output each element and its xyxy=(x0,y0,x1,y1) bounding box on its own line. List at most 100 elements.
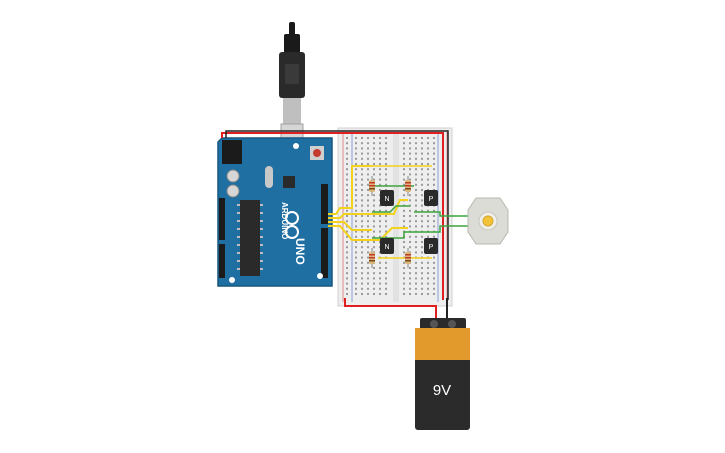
breadboard-hole xyxy=(433,157,435,160)
wire-yellow-signal-2[interactable] xyxy=(328,199,408,219)
breadboard-hole xyxy=(355,277,357,280)
breadboard-hole xyxy=(403,209,405,212)
breadboard-hole xyxy=(421,163,423,165)
wire-yellow-signal-4[interactable] xyxy=(328,225,408,241)
wire-green-2[interactable] xyxy=(372,205,410,213)
breadboard-hole xyxy=(403,194,405,197)
breadboard-hole xyxy=(427,137,429,139)
breadboard-hole xyxy=(346,194,348,197)
breadboard-hole xyxy=(355,142,357,145)
transistor-label: N xyxy=(384,244,389,251)
breadboard-hole xyxy=(367,241,369,243)
breadboard-hole xyxy=(361,163,363,165)
breadboard-hole xyxy=(421,246,423,249)
breadboard-hole xyxy=(421,225,423,228)
breadboard[interactable] xyxy=(337,127,453,307)
breadboard-hole xyxy=(373,267,375,269)
breadboard-hole xyxy=(403,241,405,243)
breadboard-hole xyxy=(346,173,348,176)
breadboard-hole xyxy=(433,256,435,259)
breadboard-hole xyxy=(403,178,405,181)
breadboard-hole xyxy=(403,282,405,285)
usb-chip xyxy=(283,176,295,188)
breadboard-hole xyxy=(433,183,435,186)
breadboard-hole xyxy=(367,178,369,181)
breadboard-hole xyxy=(373,137,375,139)
breadboard-hole xyxy=(409,293,411,295)
breadboard-hole xyxy=(355,183,357,186)
battery-9v[interactable]: 9V xyxy=(415,318,470,430)
breadboard-hole xyxy=(403,183,405,186)
breadboard-hole xyxy=(385,178,387,181)
breadboard-hole xyxy=(409,209,411,212)
breadboard-hole xyxy=(385,152,387,155)
transistor-n-bottom[interactable]: N xyxy=(380,238,394,254)
digital-header-lower xyxy=(321,228,328,278)
breadboard-hole xyxy=(409,272,411,275)
breadboard-hole xyxy=(409,215,411,217)
transistor-n-top[interactable]: N xyxy=(380,190,394,206)
breadboard-hole xyxy=(415,235,417,238)
breadboard-hole xyxy=(355,267,357,269)
transistor-p-bottom[interactable]: P xyxy=(424,238,438,254)
breadboard-hole xyxy=(409,277,411,280)
breadboard-hole xyxy=(367,215,369,217)
breadboard-hole xyxy=(433,272,435,275)
breadboard-hole xyxy=(385,215,387,217)
arduino-model-text: UNO xyxy=(293,238,307,265)
breadboard-hole xyxy=(433,168,435,171)
breadboard-hole xyxy=(355,230,357,233)
breadboard-hole xyxy=(385,147,387,150)
wire-yellow-signal-3[interactable] xyxy=(328,221,372,231)
capacitor xyxy=(226,169,240,183)
breadboard-hole xyxy=(346,168,348,171)
breadboard-hole xyxy=(361,194,363,197)
breadboard-hole xyxy=(403,277,405,280)
resistor[interactable] xyxy=(405,176,411,196)
breadboard-hole xyxy=(427,267,429,269)
breadboard-hole xyxy=(403,157,405,160)
breadboard-hole xyxy=(346,163,348,165)
breadboard-hole xyxy=(433,225,435,228)
breadboard-hole xyxy=(379,230,381,233)
dc-motor[interactable] xyxy=(467,197,509,245)
breadboard-hole xyxy=(385,272,387,275)
breadboard-hole xyxy=(433,293,435,295)
breadboard-hole xyxy=(403,225,405,228)
breadboard-hole xyxy=(433,137,435,139)
breadboard-hole xyxy=(409,225,411,228)
battery-label: 9V xyxy=(433,382,451,399)
breadboard-hole xyxy=(367,267,369,269)
wire-green-motor-a[interactable] xyxy=(414,211,470,217)
breadboard-hole xyxy=(433,163,435,165)
resistor[interactable] xyxy=(369,176,375,196)
breadboard-hole xyxy=(355,194,357,197)
breadboard-hole xyxy=(385,173,387,176)
breadboard-hole xyxy=(379,277,381,280)
atmega-chip xyxy=(240,200,260,276)
breadboard-hole xyxy=(346,277,348,280)
breadboard-hole xyxy=(385,209,387,212)
breadboard-hole xyxy=(385,261,387,264)
breadboard-hole xyxy=(421,178,423,181)
breadboard-hole xyxy=(346,261,348,264)
wire-red-battery[interactable] xyxy=(344,298,437,322)
wire-green-motor-b[interactable] xyxy=(372,225,470,239)
arduino-uno-board[interactable]: ARDUINO UNO xyxy=(217,137,333,287)
breadboard-hole xyxy=(415,220,417,223)
resistor[interactable] xyxy=(369,248,375,268)
wire-yellow-signal-1[interactable] xyxy=(328,165,372,215)
breadboard-hole xyxy=(367,183,369,186)
breadboard-hole xyxy=(403,215,405,217)
resistor[interactable] xyxy=(405,248,411,268)
breadboard-hole xyxy=(427,215,429,217)
breadboard-hole xyxy=(373,282,375,285)
transistor-p-top[interactable]: P xyxy=(424,190,438,206)
breadboard-hole xyxy=(346,241,348,243)
breadboard-hole xyxy=(415,293,417,295)
breadboard-hole xyxy=(421,282,423,285)
breadboard-hole xyxy=(361,157,363,160)
breadboard-hole xyxy=(361,230,363,233)
breadboard-hole xyxy=(415,246,417,249)
